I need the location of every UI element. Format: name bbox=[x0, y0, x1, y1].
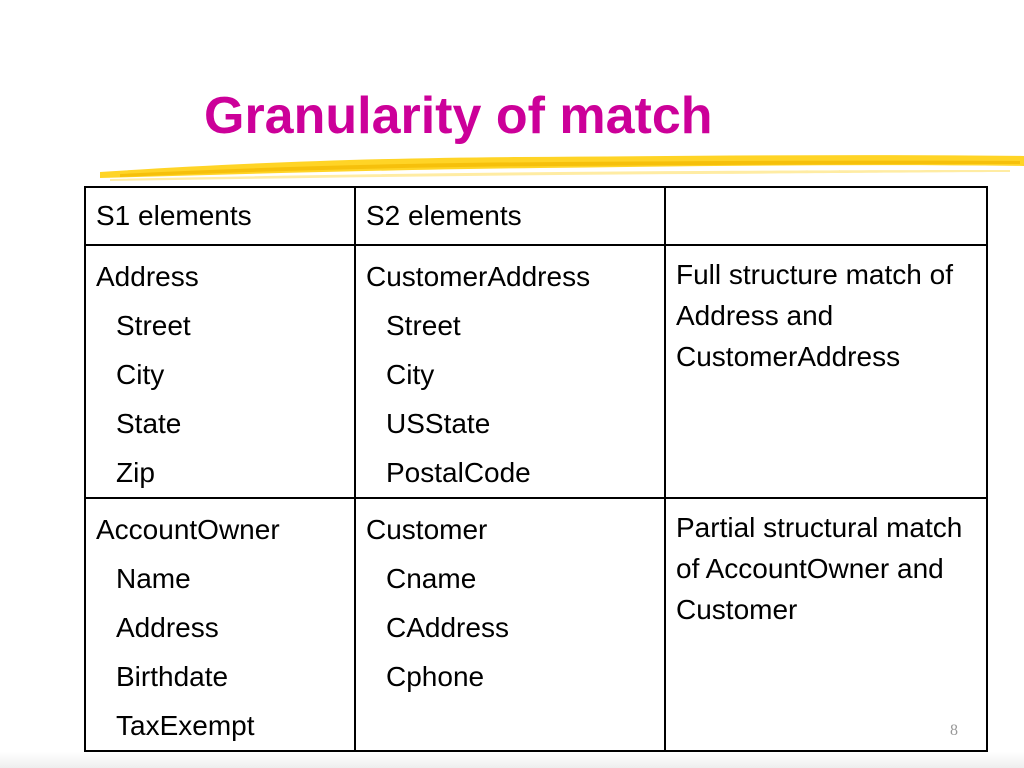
s1-child-element: Name bbox=[116, 563, 191, 594]
page-number: 8 bbox=[950, 722, 958, 739]
match-description: Partial structural match of AccountOwner… bbox=[676, 512, 963, 625]
table-row: AccountOwner Name Address Birthdate TaxE… bbox=[84, 497, 988, 752]
description-cell: Partial structural match of AccountOwner… bbox=[664, 497, 988, 752]
s2-parent-element: Customer bbox=[366, 514, 488, 545]
s2-cell: Customer Cname CAddress Cphone bbox=[354, 497, 666, 752]
s2-child-element: City bbox=[386, 359, 435, 390]
slide-title: Granularity of match bbox=[204, 87, 713, 145]
s1-child-element: Address bbox=[116, 612, 219, 643]
s1-child-element: TaxExempt bbox=[116, 710, 255, 741]
table-header-row: S1 elements S2 elements bbox=[84, 186, 988, 246]
s1-child-element: State bbox=[116, 408, 182, 439]
match-table: S1 elements S2 elements Address Street C… bbox=[84, 186, 988, 752]
s1-child-element: Zip bbox=[116, 457, 155, 488]
s1-parent-element: Address bbox=[96, 261, 199, 292]
s1-child-element: Birthdate bbox=[116, 661, 229, 692]
s2-child-element: Cname bbox=[386, 563, 477, 594]
header-s1-elements: S1 elements bbox=[84, 186, 356, 246]
s2-child-element: USState bbox=[386, 408, 491, 439]
s2-parent-element: CustomerAddress bbox=[366, 261, 591, 292]
s1-child-element: Street bbox=[116, 310, 191, 341]
header-s2-elements: S2 elements bbox=[354, 186, 666, 246]
title-underline-brushstroke bbox=[100, 155, 1024, 181]
s2-child-element: Street bbox=[386, 310, 461, 341]
table-row: Address Street City State Zip CustomerAd… bbox=[84, 244, 988, 499]
description-cell: Full structure match of Address and Cust… bbox=[664, 244, 988, 499]
match-description: Full structure match of Address and Cust… bbox=[676, 259, 953, 372]
header-description bbox=[664, 186, 988, 246]
s1-cell: Address Street City State Zip bbox=[84, 244, 356, 499]
s2-child-element: PostalCode bbox=[386, 457, 531, 488]
s1-child-element: City bbox=[116, 359, 165, 390]
s2-child-element: CAddress bbox=[386, 612, 509, 643]
s1-cell: AccountOwner Name Address Birthdate TaxE… bbox=[84, 497, 356, 752]
s2-child-element: Cphone bbox=[386, 661, 485, 692]
bottom-divider bbox=[0, 752, 1024, 768]
s1-parent-element: AccountOwner bbox=[96, 514, 280, 545]
s2-cell: CustomerAddress Street City USState Post… bbox=[354, 244, 666, 499]
